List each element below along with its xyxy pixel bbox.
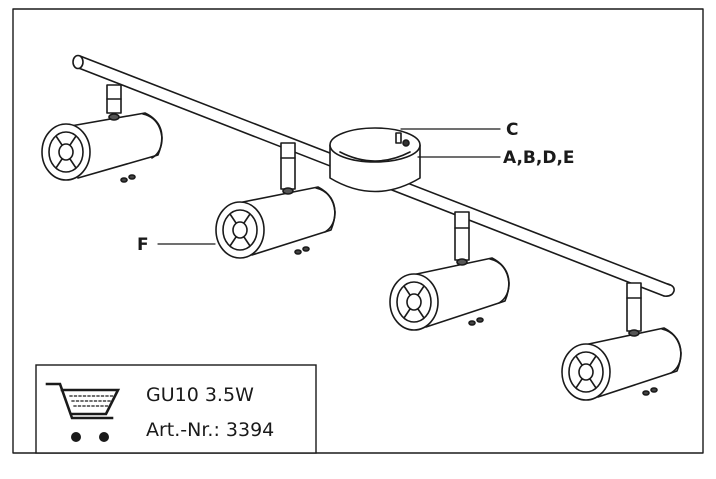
- label-abde: A,B,D,E: [503, 148, 575, 168]
- spotlight-2: [215, 142, 336, 259]
- label-f: F: [137, 235, 149, 255]
- outer-frame: [12, 8, 704, 454]
- info-box: [35, 364, 317, 454]
- article-number-text: Art.-Nr.: 3394: [146, 419, 275, 441]
- bulb-type-text: GU10 3.5W: [146, 384, 254, 406]
- ceiling-base: [329, 127, 421, 193]
- spotlight-1: [41, 84, 163, 183]
- label-c: C: [506, 120, 518, 140]
- spotlight-3: [389, 211, 510, 331]
- shopping-cart-icon: [45, 382, 121, 442]
- spotlight-4: [561, 282, 682, 401]
